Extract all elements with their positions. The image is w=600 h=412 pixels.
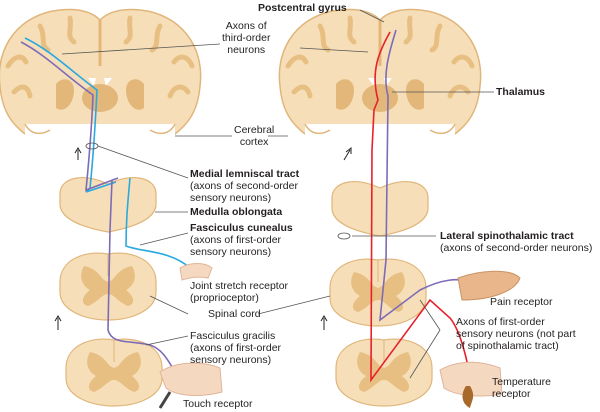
gracilis-axon-purple [107,179,181,381]
label-line: cortex [239,136,269,148]
arrow-up-icon [320,315,328,330]
label-line: sensory neurons (not part [456,328,576,340]
label-spinal-cord: Spinal cord [208,308,261,320]
label-title: Fasciculus cunealus [190,222,293,234]
label-temperature-receptor: Temperature receptor [492,376,551,400]
label-line: Temperature [492,376,551,388]
spinothalamic-red [370,31,473,391]
label-joint-stretch-receptor: Joint stretch receptor (proprioceptor) [190,280,288,304]
right-cord-lower-section [335,338,433,407]
cuneatus-axon-blue [125,177,191,269]
tract-marker-right [337,232,351,240]
label-line: sensory neurons) [190,354,272,366]
label-title: Medulla oblongata [190,206,283,218]
label-medial-lemniscal-tract: Medial lemniscal tract (axons of second-… [190,168,299,204]
label-line: sensory neurons) [190,192,272,204]
label-line: (axons of second-order [190,180,298,192]
label-line: neurons [227,44,266,56]
label-line: Fasciculus gracilis [190,330,276,342]
label-title: Lateral spinothalamic tract [440,230,574,242]
label-line: Joint stretch receptor [190,280,289,292]
left-medulla-section [59,177,157,233]
label-title: Medial lemniscal tract [190,168,300,180]
label-cerebral-cortex: Cerebral cortex [234,124,274,148]
label-medulla-oblongata: Medulla oblongata [190,206,282,218]
label-postcentral-gyrus: Postcentral gyrus [258,2,347,14]
right-cord-upper-section [329,258,427,327]
label-line: third-order [222,32,271,44]
label-line: of spinothalamic tract) [456,340,559,352]
left-cord-lower-section [65,338,163,407]
label-line: receptor [492,388,531,400]
label-line: (axons of first-order [190,234,282,246]
label-thalamus: Thalamus [496,86,545,98]
label-line: (axons of second-order neurons) [440,242,593,254]
label-line: (proprioceptor) [190,292,259,304]
label-fasciculus-gracilis: Fasciculus gracilis (axons of first-orde… [190,330,281,366]
foot-right [439,361,503,397]
label-title: Postcentral gyrus [258,2,347,14]
hand-right [457,270,521,301]
label-title: Thalamus [496,86,546,98]
label-lateral-spinothalamic-tract: Lateral spinothalamic tract (axons of se… [440,230,592,254]
right-brain-section [279,9,480,138]
flame-icon [462,386,474,408]
third-order-axon-purple [20,41,119,192]
right-medulla-section [331,181,429,237]
arrow-up-icon [343,146,352,161]
arrow-up-icon [74,147,82,160]
label-line: (axons of first-order [190,342,282,354]
label-line: sensory neurons) [190,246,272,258]
label-line: Axons of first-order [456,316,545,328]
joint-left [179,263,213,281]
label-line: Axons of [225,20,267,32]
touch-probe [158,391,172,409]
label-pain-receptor: Pain receptor [490,296,553,308]
label-axons-third-order: Axons of third-order neurons [222,20,270,56]
spinothalamic-purple [379,29,471,322]
label-axons-first-order: Axons of first-order sensory neurons (no… [456,316,576,352]
third-order-axon-blue [24,37,117,193]
label-touch-receptor: Touch receptor [183,398,253,410]
label-line: Cerebral [234,124,275,136]
arrow-up-icon [54,315,62,330]
label-fasciculus-cunealus: Fasciculus cunealus (axons of first-orde… [190,222,293,258]
left-brain-section [0,9,201,138]
tract-marker-left [85,142,99,150]
leader-lines [61,9,494,379]
foot-left [159,362,223,396]
